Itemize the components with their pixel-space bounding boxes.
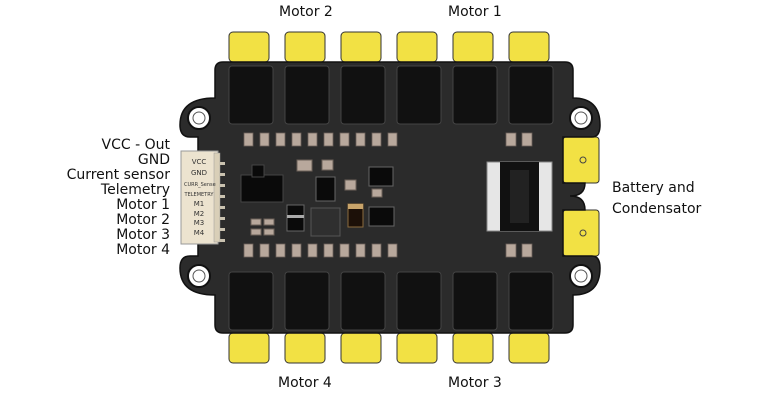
motor-4-signal-label: Motor 4 [116, 242, 170, 258]
mosfet [508, 65, 554, 125]
mosfet-small [315, 176, 336, 202]
center-components [240, 159, 395, 237]
mosfet [452, 65, 498, 125]
connector-labels: VCC - Out GND Current sensor Telemetry M… [50, 138, 170, 258]
passives-top-row [243, 132, 533, 147]
mosfet [452, 271, 498, 331]
telemetry-label: Telemetry [100, 182, 170, 198]
current-sensor-label: Current sensor [66, 167, 170, 183]
pin-label-gnd: GND [190, 169, 208, 177]
mounting-hole [187, 264, 211, 288]
motor-2-label-top: Motor 2 [279, 4, 333, 20]
mounting-holes [187, 106, 593, 288]
pin-label-m1: M1 [193, 200, 205, 208]
pad [508, 31, 550, 63]
capacitor [321, 159, 334, 171]
pad [452, 332, 494, 364]
top-mosfets [228, 65, 554, 125]
mosfet [284, 65, 330, 125]
pin-label-m2: M2 [193, 210, 205, 218]
mosfet [508, 271, 554, 331]
signal-connector [180, 150, 225, 245]
motor-3-signal-label: Motor 3 [116, 227, 170, 243]
pad [340, 31, 382, 63]
pad [452, 31, 494, 63]
pad [228, 332, 270, 364]
pin-label-m4: M4 [193, 229, 205, 237]
mounting-hole [569, 106, 593, 130]
mosfet [228, 271, 274, 331]
bottom-mosfets [228, 271, 554, 331]
top-motor-pads [228, 31, 550, 63]
gate-driver [368, 166, 394, 187]
pad [508, 332, 550, 364]
mosfet [284, 271, 330, 331]
pad [340, 332, 382, 364]
pad [284, 31, 326, 63]
motor-2-signal-label: Motor 2 [116, 212, 170, 228]
mosfet [228, 65, 274, 125]
battery-label-line-1: Battery and [612, 180, 695, 196]
pad [396, 332, 438, 364]
voltage-regulator [240, 174, 284, 203]
pin-label-m3: M3 [193, 219, 205, 227]
pin-label-vcc: VCC [191, 158, 207, 166]
pad [396, 31, 438, 63]
motor-1-signal-label: Motor 1 [116, 197, 170, 213]
vcc-out-label: VCC - Out [101, 137, 170, 153]
mosfet [340, 271, 386, 331]
capacitor [296, 159, 313, 172]
gnd-label: GND [137, 152, 170, 168]
mosfet [340, 65, 386, 125]
pcb-board [179, 61, 601, 334]
mosfet [396, 65, 442, 125]
passives-bottom-row [243, 243, 533, 258]
pin-label-curr-sense: CURR_Sense [184, 182, 216, 188]
capacitor [344, 179, 357, 191]
pin-label-telemetry: TELEMETRY [184, 192, 214, 198]
battery-pad-positive [562, 136, 600, 184]
battery-pad-negative [562, 209, 600, 257]
gate-driver [368, 206, 395, 227]
pad [228, 31, 270, 63]
motor-4-label-bottom: Motor 4 [278, 375, 332, 391]
motor-1-label-top: Motor 1 [448, 4, 502, 20]
motor-3-label-bottom: Motor 3 [448, 375, 502, 391]
mounting-hole [569, 264, 593, 288]
mounting-hole [187, 106, 211, 130]
bottom-motor-pads [228, 332, 550, 364]
power-inductor [486, 161, 553, 232]
mosfet [396, 271, 442, 331]
battery-label-line-2: Condensator [612, 201, 702, 217]
microcontroller [310, 207, 341, 237]
pad [284, 332, 326, 364]
